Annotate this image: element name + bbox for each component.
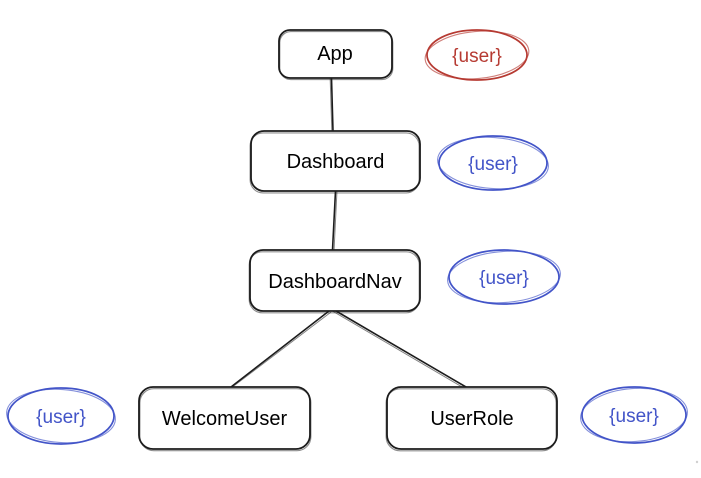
- node-app-box: [278, 29, 393, 79]
- annotation-ellipse-sketch: [580, 387, 688, 443]
- annotation-ellipse-sketch: [447, 250, 561, 304]
- node-app: App: [278, 29, 394, 81]
- annotation-user-dashboard: {user}: [437, 135, 549, 191]
- annotation-label: {user}: [36, 407, 86, 428]
- node-welcomeuser-box-sketch: [139, 388, 312, 452]
- annotation-ellipse-sketch: [437, 136, 549, 190]
- annotation-ellipse: [438, 135, 548, 191]
- artifact-dot: [695, 460, 699, 464]
- annotation-label: {user}: [479, 268, 529, 289]
- node-dashboard: Dashboard: [249, 130, 421, 194]
- node-app-label: App: [317, 43, 353, 65]
- node-app-box-sketch: [279, 31, 394, 81]
- node-welcomeuser: WelcomeUser: [138, 386, 312, 452]
- node-userrole-box: [386, 386, 558, 450]
- annotation-label: {user}: [468, 154, 518, 175]
- annotation-label: {user}: [609, 406, 659, 427]
- annotation-ellipse: [426, 29, 528, 81]
- node-userrole-label: UserRole: [430, 408, 513, 430]
- node-userrole-box-sketch: [385, 388, 557, 452]
- node-dashboardnav: DashboardNav: [248, 249, 421, 314]
- node-dashboard-box-sketch: [249, 132, 420, 194]
- annotation-ellipse: [7, 387, 115, 445]
- node-dashboard-label: Dashboard: [287, 151, 385, 173]
- annotation-ellipse: [581, 386, 687, 444]
- node-dashboard-box: [250, 130, 421, 192]
- annotation-user-app: {user}: [424, 29, 530, 81]
- node-dashboardnav-label: DashboardNav: [268, 271, 401, 293]
- node-welcomeuser-box: [138, 386, 311, 450]
- annotation-ellipse-sketch: [424, 30, 530, 80]
- node-dashboardnav-box-sketch: [248, 251, 420, 314]
- annotation-user-dashboardnav: {user}: [447, 249, 561, 305]
- edge-dashboardnav-welcomeuser: [230, 310, 332, 388]
- node-dashboardnav-box: [249, 249, 421, 312]
- node-welcomeuser-label: WelcomeUser: [162, 408, 288, 430]
- annotation-user-welcomeuser: {user}: [6, 387, 116, 445]
- edge-dashboardnav-userrole: [332, 310, 467, 389]
- annotation-user-userrole: {user}: [580, 386, 688, 444]
- node-userrole: UserRole: [385, 386, 558, 452]
- annotation-ellipse: [448, 249, 560, 305]
- annotation-label: {user}: [452, 46, 502, 67]
- edge-dashboard-dashboardnav: [331, 190, 338, 251]
- edge-app-dashboard: [329, 77, 334, 132]
- annotation-ellipse-sketch: [6, 388, 116, 444]
